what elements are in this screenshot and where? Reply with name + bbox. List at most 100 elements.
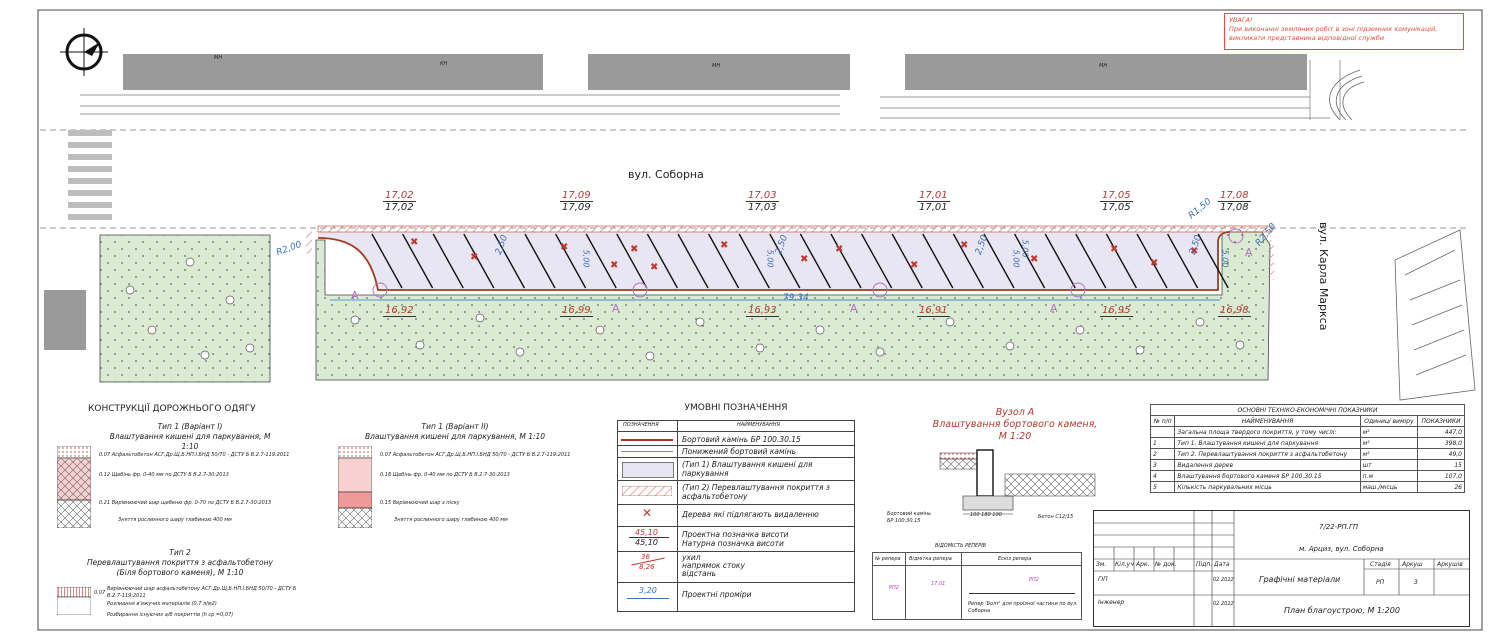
warning-text-1: При виконанні земляних робіт в зоні підз… <box>1229 25 1438 33</box>
building-4 <box>905 54 1307 90</box>
legend-item-curb: Бортовий камінь БР 100.30.15 <box>682 435 801 444</box>
node-letter: А <box>1245 246 1253 259</box>
node-letter: А <box>850 302 858 315</box>
constructions-title: КОНСТРУКЦІЇ ДОРОЖНЬОГО ОДЯГУ <box>88 404 256 414</box>
legend-item-flow: напрямок стоку <box>682 561 745 570</box>
stamp-h-sign: Підп. <box>1196 561 1213 568</box>
legend-item-pocket: (Тип 1) Влаштування кишені для паркуванн… <box>682 460 813 478</box>
stamp-place: м. Арциз, вул. Соборна <box>1299 545 1384 553</box>
asphalt-strip <box>317 225 1273 233</box>
project-elevation: 17,08 <box>1218 190 1251 202</box>
legend-item-dist: відстань <box>682 569 717 578</box>
bm-col2: Відмітка репера <box>909 556 952 562</box>
tree-remove-icon: ✖ <box>610 260 618 271</box>
bm-col1: № репера <box>875 556 901 562</box>
width-dimension: 5,00 <box>765 249 775 268</box>
tree-icon <box>185 257 195 267</box>
warning-title: УВАГА! <box>1229 16 1253 24</box>
stamp-sheets-h: Аркушів <box>1437 561 1463 568</box>
building-label-2: КН <box>440 61 448 67</box>
parking-stall-line <box>616 233 648 289</box>
tree-icon <box>755 343 765 353</box>
parking-stall-line <box>952 233 985 289</box>
tree-icon <box>815 325 825 335</box>
tree-icon <box>695 317 705 327</box>
project-elevation: 17,05 <box>1100 190 1133 202</box>
building-3 <box>588 54 850 90</box>
node-detail-drawing <box>939 449 1096 515</box>
tree-icon <box>875 347 885 357</box>
title-block: Зм. Кіл.уч Арк. № док. Підп. Дата ГІП Ін… <box>1093 510 1470 627</box>
parking-stall-line <box>463 233 495 289</box>
stamp-sheet: 3 <box>1414 579 1418 586</box>
legend-item-proj: Проектна позначка висоти <box>682 530 789 539</box>
stamp-date-1: 02.2022 <box>1213 577 1234 583</box>
tree-remove-icon: ✖ <box>960 240 968 251</box>
parking-stall-line <box>554 233 587 289</box>
warning-box: УВАГА! При виконанні земляних робіт в зо… <box>1224 13 1464 50</box>
legend-title: УМОВНІ ПОЗНАЧЕННЯ <box>684 403 788 413</box>
node-concrete-label: Бетон С12/15 <box>1038 514 1074 520</box>
node-curb-type: БР 100.30.15 <box>887 518 921 524</box>
type2-title: Тип 2 <box>169 548 191 557</box>
v1-layer-4: Зняття рослинного шару глибиною 400 мм <box>118 517 232 523</box>
parking-stall-line <box>585 233 617 289</box>
parking-stall-line <box>432 233 464 289</box>
parking-stall-line <box>401 233 434 289</box>
tree-icon <box>945 317 955 327</box>
parking-stall-line <box>1197 233 1229 289</box>
bm-note: Репер 'Болт' для проїзної частини по вул… <box>968 601 1078 614</box>
tree-icon <box>1195 317 1205 327</box>
stamp-stage: РП <box>1376 579 1385 586</box>
tree-icon <box>350 315 360 325</box>
type1-v1-section <box>57 446 91 528</box>
tree-remove-icon: ✖ <box>630 244 638 255</box>
sheet-frame <box>37 9 1483 631</box>
legend-lowered-swatch <box>621 451 673 452</box>
low-elevation: 16,95 <box>1100 305 1133 317</box>
type2-thickness: 0.07 <box>94 590 106 596</box>
parking-stall-line <box>677 233 709 289</box>
bm-col3: Ескіз репера <box>998 556 1032 562</box>
stamp-h-date: Дата <box>1214 561 1230 568</box>
type1-v1-subtitle: Влаштування кишені для паркування, М 1:1… <box>109 432 271 451</box>
t2-layer-2: Розлиання в'яжучих матеріалів (0,7 л/м2) <box>107 601 217 607</box>
tree-icon <box>475 313 485 323</box>
parking-stall-line <box>983 233 1015 289</box>
node-letter: А <box>612 302 620 315</box>
tep-h1: № п/п <box>1149 415 1176 427</box>
parking-stall-line <box>830 233 862 289</box>
corner-structure <box>1329 69 1476 401</box>
project-elevation: 17,02 <box>383 190 416 202</box>
street-main-label: вул. Соборна <box>628 168 704 181</box>
north-arrow-icon <box>60 28 108 76</box>
v2-layer-3: 0.15 Вирівнюючий шар з піску <box>380 500 460 506</box>
parking-stall-line <box>371 233 403 289</box>
stamp-role-2: Інженер <box>1098 599 1125 606</box>
curb-line <box>317 231 1231 291</box>
stamp-code: 7/22-РП.ГП <box>1319 523 1359 531</box>
building-5 <box>44 290 86 350</box>
type1-v1-heading: Тип 1 (Варіант І) Влаштування кишені для… <box>100 422 280 452</box>
legend-sample-nat: 45,10 <box>635 538 658 547</box>
stamp-h-izm: Зм. <box>1096 561 1107 568</box>
tree-remove-icon: ✖ <box>835 244 843 255</box>
low-elevation: 16,99 <box>560 305 593 317</box>
parking-stall-line <box>1166 233 1199 289</box>
legend-curb-swatch <box>621 439 673 441</box>
node-letter: А <box>1050 302 1058 315</box>
stamp-section: Графічні матеріали <box>1259 575 1341 584</box>
node-circles <box>372 228 1244 298</box>
trees <box>125 257 1245 361</box>
type2-section <box>57 587 91 615</box>
legend-item-nat: Натурна позначка висоти <box>682 539 784 548</box>
node-dims: 100 180 100 <box>970 512 1002 518</box>
type1-v2-section <box>338 446 372 528</box>
natural-elevation: 17,01 <box>919 202 948 213</box>
width-dimension: 5,00 <box>1020 239 1030 258</box>
legend-col1: ПОЗНАЧЕННЯ <box>623 422 659 428</box>
tep-h3: Одиниці виміру <box>1359 415 1419 427</box>
